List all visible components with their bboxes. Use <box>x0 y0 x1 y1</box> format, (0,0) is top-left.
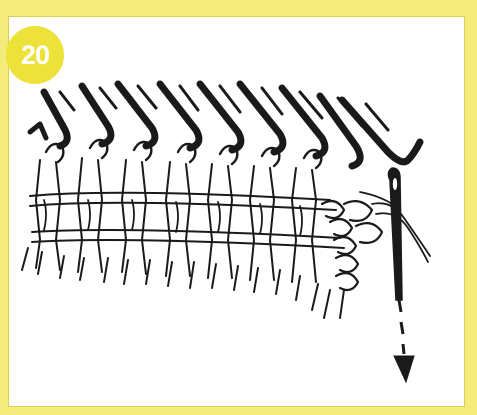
arrow-down-icon <box>394 300 414 382</box>
cast-off-chain <box>322 201 382 290</box>
needle-8 <box>320 96 360 166</box>
needle-bed-edge <box>30 124 46 138</box>
yarn-ends <box>22 248 344 318</box>
needle-6 <box>240 84 283 152</box>
needle-icon <box>388 168 402 300</box>
needle-5 <box>200 84 241 150</box>
needle-4 <box>160 84 199 148</box>
knitted-fabric <box>36 158 316 282</box>
machine-needles <box>44 84 420 166</box>
needle-3 <box>118 84 155 146</box>
step-number-badge: 20 <box>6 26 64 84</box>
needle-9 <box>342 100 420 162</box>
